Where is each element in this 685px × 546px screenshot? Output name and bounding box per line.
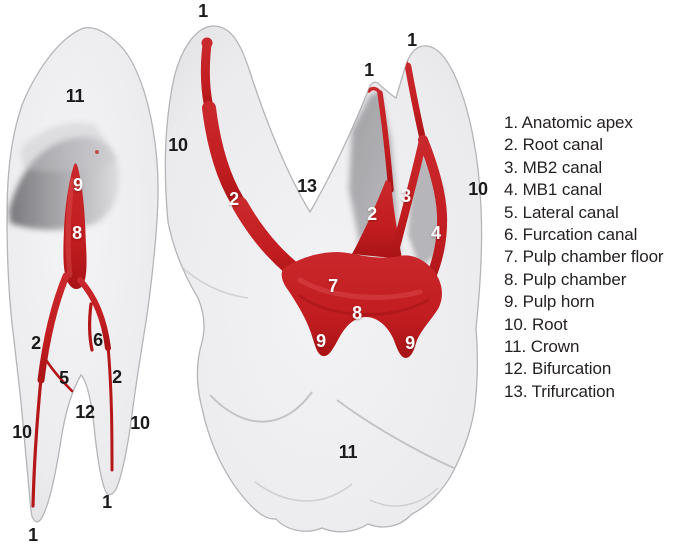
root-canal-right-apical: [106, 344, 114, 472]
root-canal-left: [37, 272, 70, 384]
mb-common-stem: [404, 62, 427, 144]
legend-item: 10. Root: [504, 314, 568, 334]
anterior-pulp-system: [31, 163, 114, 508]
legend-item: 7. Pulp chamber floor: [504, 247, 664, 267]
crown-cutaway-texture: [20, 122, 118, 172]
legend-item: 9. Pulp horn: [504, 292, 595, 312]
pulp-chamber-molar: [281, 252, 442, 358]
palatal-canal: [377, 90, 394, 193]
legend-item: 12. Bifurcation: [504, 359, 612, 379]
anterior-tooth-view: [6, 27, 159, 523]
lateral-canal: [44, 358, 74, 393]
pulp-chamber-anterior: [63, 163, 87, 290]
legend-item: 2. Root canal: [504, 135, 603, 155]
legend-item: 3. MB2 canal: [504, 157, 603, 177]
legend-item: 8. Pulp chamber: [504, 269, 627, 289]
legend-item: 13. Trifurcation: [504, 381, 615, 401]
legend-item: 4. MB1 canal: [504, 180, 603, 200]
legend-item: 11. Crown: [504, 337, 580, 357]
legend-item: 1. Anatomic apex: [504, 113, 633, 132]
furcation-canal: [88, 302, 94, 352]
palatal-canal-tip: [367, 86, 382, 95]
molar-pulp-system: [200, 37, 448, 358]
mb2-canal: [389, 136, 427, 265]
root-canal-left-apical: [31, 376, 43, 508]
legend-item: 6. Furcation canal: [504, 225, 638, 245]
root-canal-right: [77, 277, 111, 351]
legend-item: 5. Lateral canal: [504, 202, 619, 222]
red-speck: [95, 150, 99, 154]
palatal-canal-base: [352, 180, 402, 259]
molar-tooth-view: [164, 25, 483, 533]
